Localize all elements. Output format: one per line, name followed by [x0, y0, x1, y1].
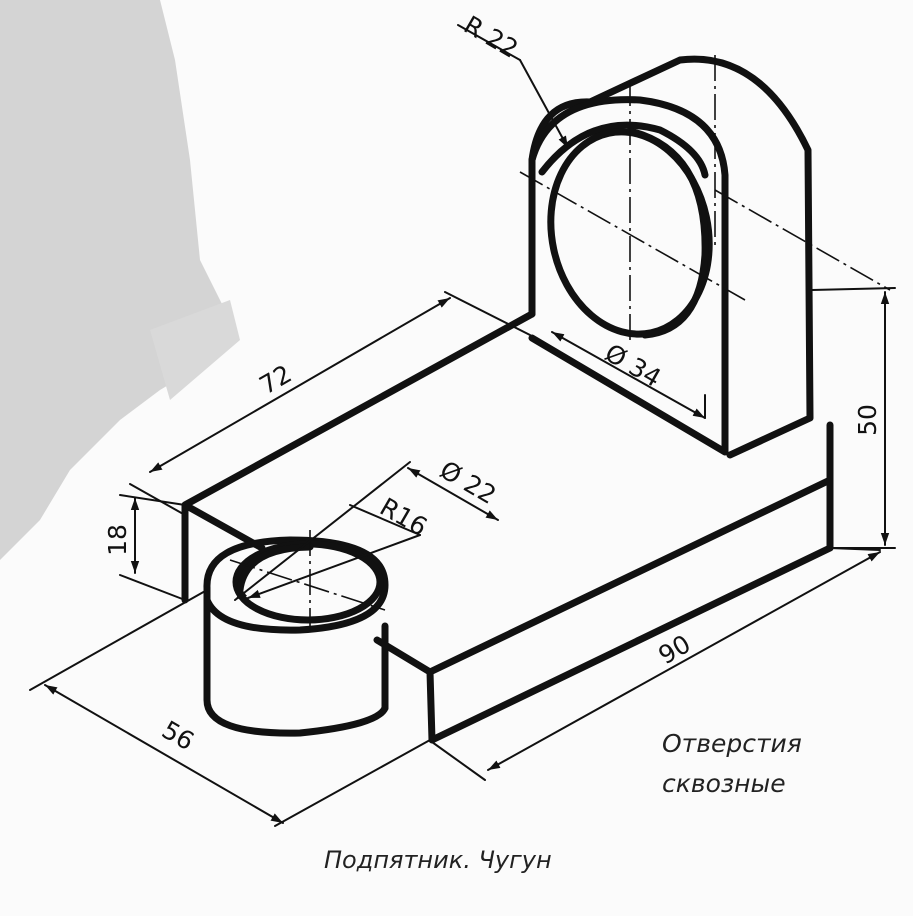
note-line-1: Отверстия [662, 729, 802, 758]
smudge-shading [0, 0, 240, 560]
dim-90: 90 [654, 629, 696, 670]
note-line-2: сквозные [662, 769, 786, 798]
dimension-lines [29, 24, 896, 827]
dim-r16: R16 [375, 492, 432, 542]
dim-18: 18 [103, 524, 132, 556]
dim-72: 72 [255, 359, 297, 400]
dim-56: 56 [157, 715, 199, 756]
caption: Подпятник. Чугун [324, 846, 552, 874]
dim-50: 50 [853, 404, 882, 436]
front-boss [203, 536, 389, 737]
upright-lug [528, 55, 814, 459]
center-lines [229, 55, 891, 632]
